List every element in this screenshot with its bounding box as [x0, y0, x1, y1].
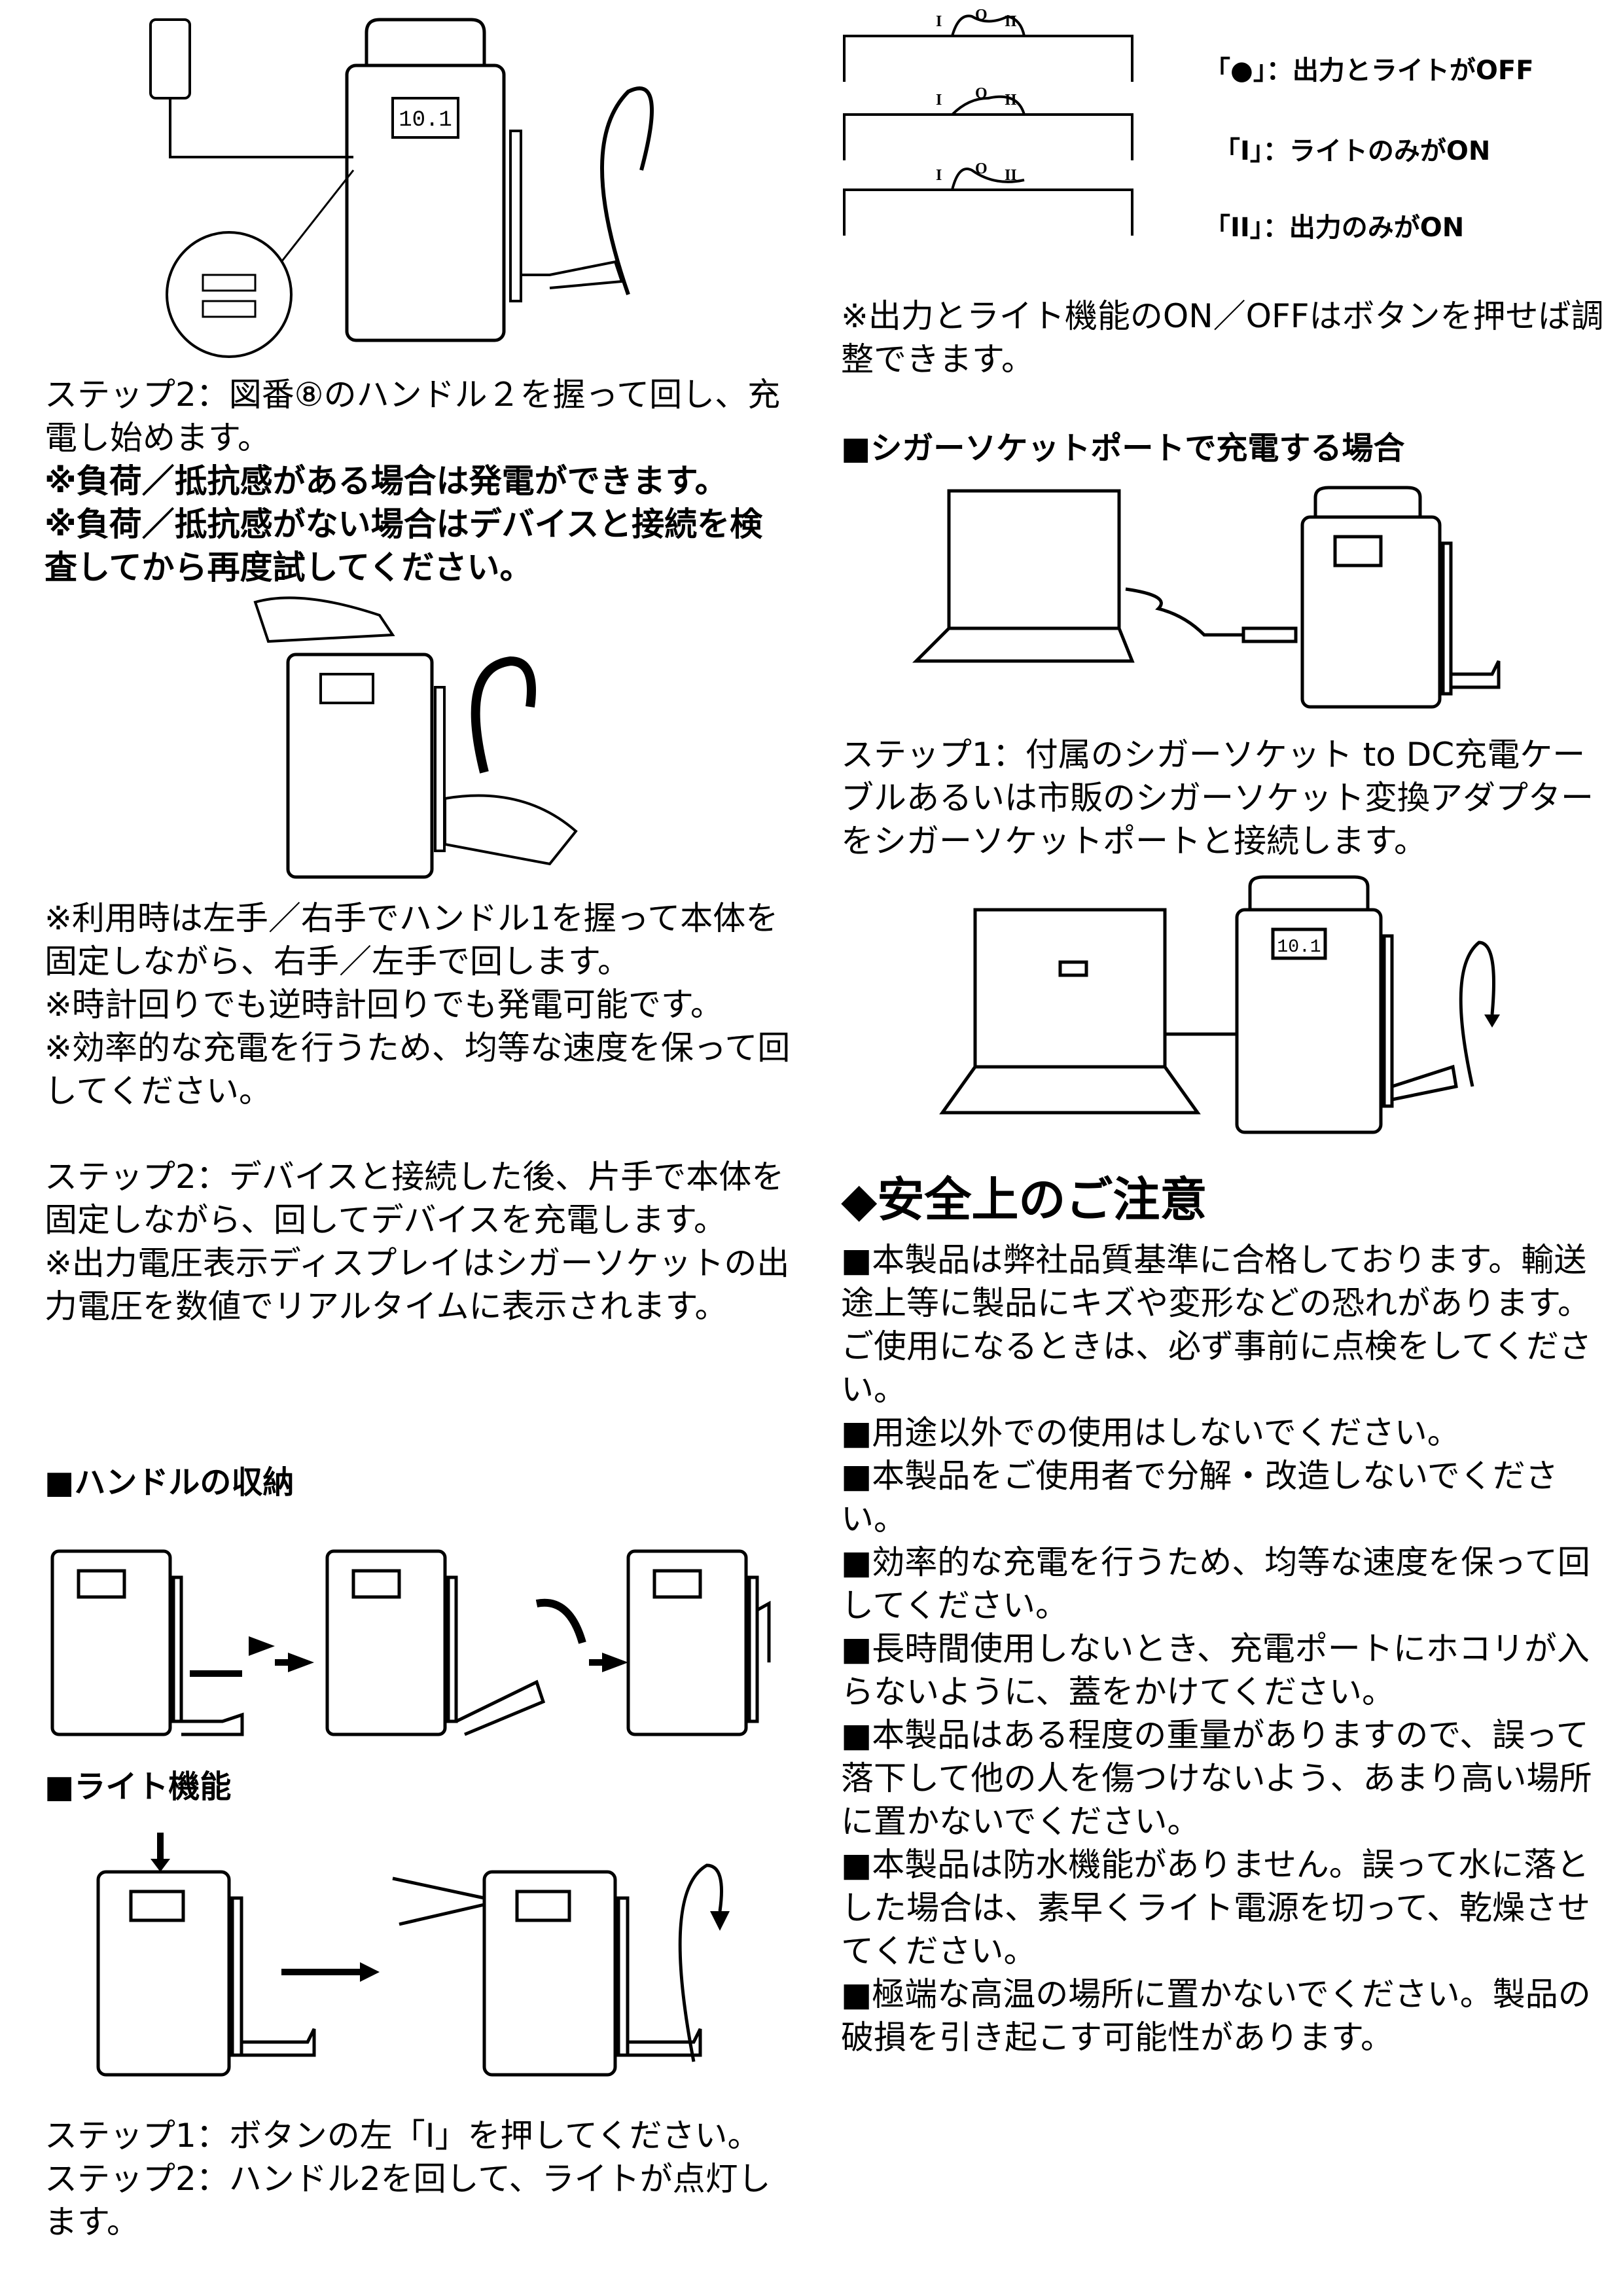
switch-position-diagrams: I O II I O II I O II [843, 7, 1133, 236]
safety-item: ■極端な高温の場所に置かないでください。製品の破損を引き起こす可能性があります。 [841, 1975, 1591, 2056]
svg-text:10.1: 10.1 [399, 108, 452, 133]
safety-item: ■本製品はある程度の重量がありますので、誤って落下して他の人を傷つけないよう、あ… [841, 1716, 1592, 1840]
step2-device-text: ステップ2：デバイスと接続した後、片手で本体を固定しながら、回してデバイスを充電… [45, 1158, 785, 1239]
safety-item: ■長時間使用しないとき、充電ポートにホコリが入らないように、蓋をかけてください。 [841, 1630, 1590, 1711]
safety-item: ■用途以外での使用はしないでください。 [841, 1414, 1460, 1452]
safety-item: ■効率的な充電を行うため、均等な速度を保って回してください。 [841, 1543, 1590, 1624]
svg-text:O: O [975, 7, 988, 24]
switch-state-output: 「II」：出力のみがON [1204, 213, 1465, 243]
svg-text:I: I [936, 167, 942, 184]
svg-text:10.1: 10.1 [1277, 937, 1321, 958]
illustration-phone-charging: 10.1 [149, 18, 654, 358]
handle-storage-heading: ■ハンドルの収納 [45, 1464, 294, 1501]
safety-heading: ◆安全上のご注意 [841, 1172, 1207, 1227]
svg-text:O: O [975, 85, 988, 102]
safety-item: ■本製品は弊社品質基準に合格しております。輸送途上等に製品にキズや変形などの恐れ… [841, 1241, 1592, 1408]
display-note: ※出力電圧表示ディスプレイはシガーソケットの出力電圧を数値でリアルタイムに表示さ… [45, 1244, 790, 1325]
note-direction: ※時計回りでも逆時計回りでも発電可能です。 [45, 986, 723, 1024]
switch-state-light: 「I」：ライトのみがON [1214, 136, 1491, 166]
illustration-light-function [96, 1833, 730, 2077]
svg-text:O: O [975, 160, 988, 177]
svg-text:II: II [1005, 167, 1017, 184]
cigar-step1-text: ステップ1：付属のシガーソケット to DC充電ケーブルあるいは市販のシガーソケ… [841, 736, 1594, 860]
safety-list: ■本製品は弊社品質基準に合格しております。輸送途上等に製品にキズや変形などの恐れ… [841, 1238, 1610, 2059]
illustration-laptop-charging: 10.1 [939, 875, 1500, 1134]
light-step1-text: ステップ1：ボタンの左「I」を押してください。 [45, 2117, 760, 2155]
light-function-heading: ■ライト機能 [45, 1768, 232, 1805]
svg-text:II: II [1005, 13, 1017, 30]
illustration-laptop-cigar-cable [912, 486, 1501, 709]
light-step2-text: ステップ2：ハンドル2を回して、ライトが点灯します。 [45, 2160, 771, 2241]
cigar-socket-heading: ■シガーソケットポートで充電する場合 [841, 430, 1405, 467]
note-even-speed: ※効率的な充電を行うため、均等な速度を保って回してください。 [45, 1029, 791, 1110]
svg-text:I: I [936, 92, 942, 109]
note-hold-body: ※利用時は左手／右手でハンドル1を握って本体を固定しながら、右手／左手で回します… [45, 899, 779, 980]
switch-state-off: 「●」：出力とライトがOFF [1204, 56, 1534, 86]
svg-text:II: II [1005, 92, 1017, 109]
warning-no-resistance: ※負荷／抵抗感がない場合はデバイスと接続を検査してから再度試してください。 [45, 505, 763, 586]
safety-item: ■本製品をご使用者で分解・改造しないでください。 [841, 1457, 1558, 1538]
safety-item: ■本製品は防水機能がありません。誤って水に落とした場合は、素早くライト電源を切っ… [841, 1846, 1590, 1970]
warning-resistance: ※負荷／抵抗感がある場合は発電ができます。 [45, 462, 728, 500]
illustration-hand-cranking [253, 596, 578, 879]
svg-text:I: I [936, 13, 942, 30]
step2-charge-text: ステップ2：図番⑧のハンドル２を握って回し、充電し始めます。 [45, 376, 781, 457]
switch-note: ※出力とライト機能のON／OFFはボタンを押せば調整できます。 [841, 297, 1604, 378]
illustration-handle-storage [50, 1549, 771, 1736]
